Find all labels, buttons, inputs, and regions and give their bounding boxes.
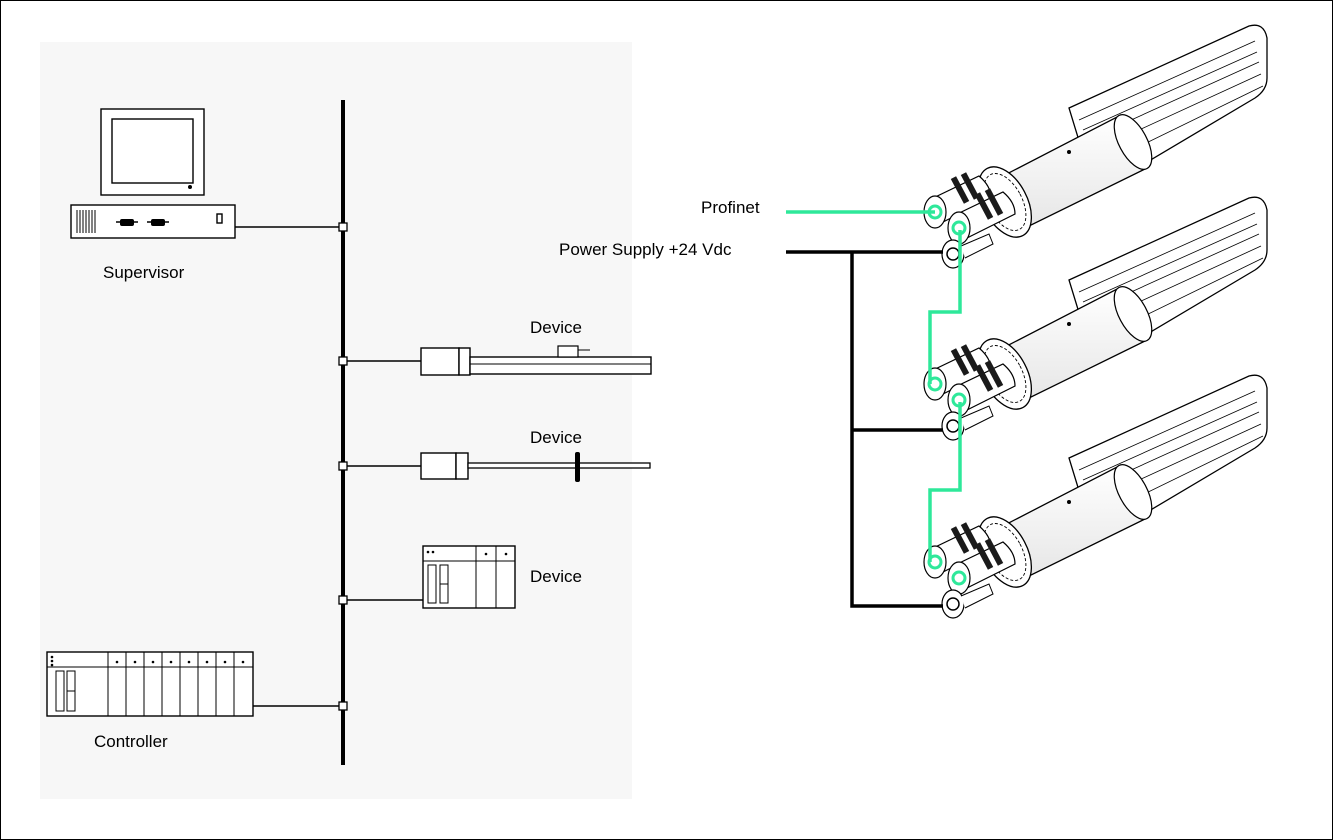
profinet-label: Profinet (701, 198, 760, 217)
computer-icon (70, 108, 236, 239)
supervisor-label: Supervisor (103, 263, 185, 282)
linear-actuator-icon (420, 345, 652, 376)
profinet-wiring (786, 210, 962, 562)
plc-rack-icon (46, 651, 254, 717)
power-supply-wiring (786, 250, 943, 608)
sensor-probe-icon (420, 452, 651, 482)
plc-module-icon (422, 545, 516, 609)
power-supply-label: Power Supply +24 Vdc (559, 240, 732, 259)
device-label-3: Device (530, 567, 582, 586)
controller-label: Controller (94, 732, 168, 751)
device-label-2: Device (530, 428, 582, 447)
device-label-1: Device (530, 318, 582, 337)
